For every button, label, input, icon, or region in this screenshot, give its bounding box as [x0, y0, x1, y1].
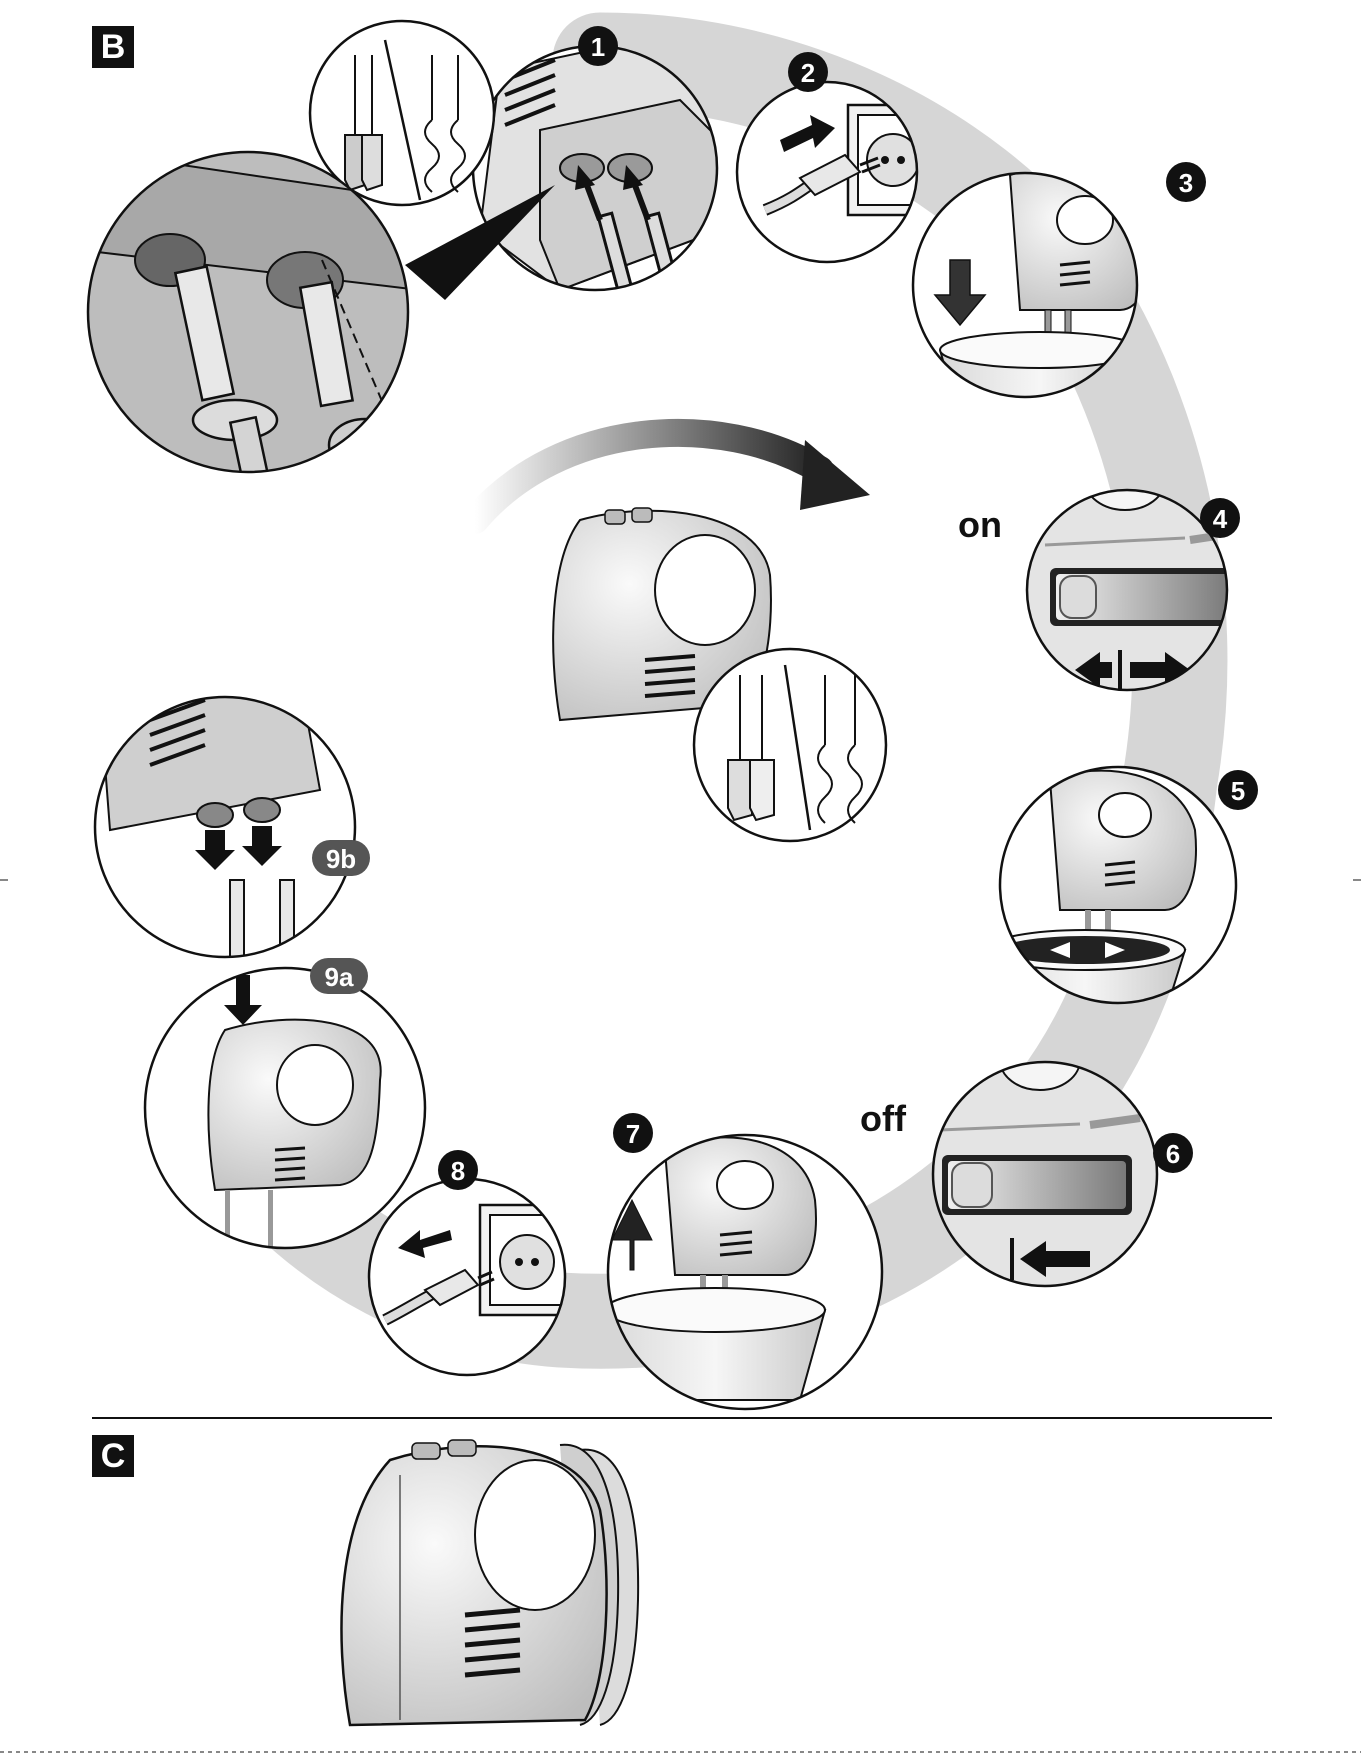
step-badge-4: 4 [1200, 498, 1240, 538]
step-badge-2: 2 [788, 52, 828, 92]
svg-text:5: 5 [1231, 776, 1245, 806]
svg-text:1: 1 [591, 32, 605, 62]
step-badge-9a: 9a [310, 958, 368, 994]
step-badge-9b: 9b [312, 840, 370, 876]
step-badge-5: 5 [1218, 770, 1258, 810]
svg-text:9a: 9a [325, 962, 354, 992]
svg-text:7: 7 [626, 1119, 640, 1149]
tools-inset-top [310, 21, 494, 205]
switch-label-on: on [958, 504, 1002, 546]
svg-text:9b: 9b [326, 844, 356, 874]
svg-text:6: 6 [1166, 1139, 1180, 1169]
svg-text:2: 2 [801, 58, 815, 88]
step-5-illustration [985, 767, 1236, 1030]
step-9a-illustration [145, 968, 425, 1250]
step-badge-6: 6 [1153, 1133, 1193, 1173]
step-badge-1: 1 [578, 26, 618, 66]
step-9b-illustration [95, 680, 355, 960]
step-badge-3: 3 [1166, 162, 1206, 202]
svg-text:4: 4 [1213, 504, 1228, 534]
center-mixer-illustration [475, 433, 886, 841]
step-7-illustration [605, 1135, 882, 1409]
storage-mixer-illustration [341, 1440, 638, 1725]
svg-text:8: 8 [451, 1156, 465, 1186]
step-badge-7: 7 [613, 1113, 653, 1153]
insertion-zoom [80, 150, 420, 541]
step-badge-8: 8 [438, 1150, 478, 1190]
switch-label-off: off [860, 1098, 906, 1140]
svg-text:3: 3 [1179, 168, 1193, 198]
